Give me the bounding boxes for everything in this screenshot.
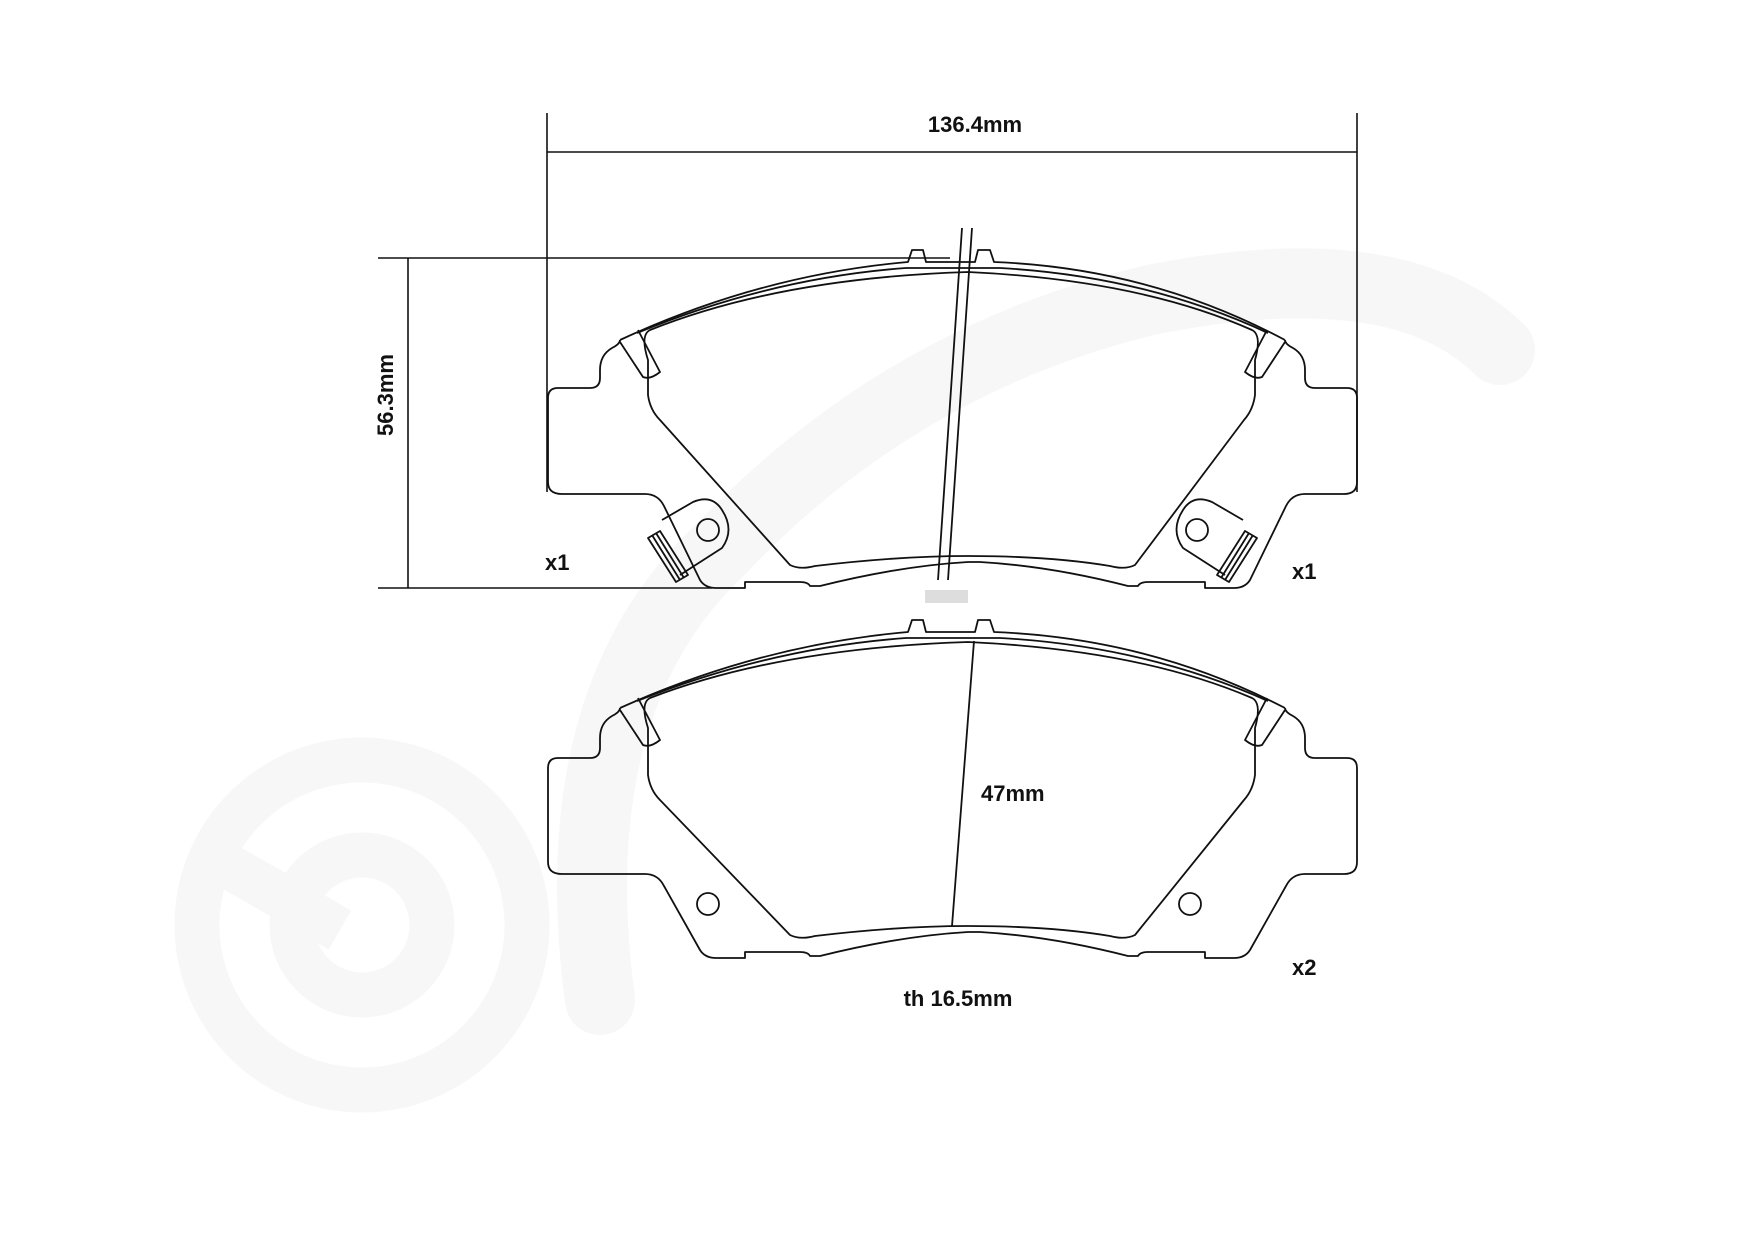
quantity-label-lower-right: x2: [1292, 955, 1317, 980]
sensor-connector: [925, 590, 968, 603]
height-dimension-label: 56.3mm: [373, 354, 398, 436]
brand-watermark: [174, 248, 1535, 1113]
quantity-label-upper-left: x1: [545, 550, 570, 575]
lower-brake-pad: [547, 619, 1358, 959]
wear-sensor-wire: [937, 227, 973, 581]
dimension-lines: [378, 113, 1358, 589]
lining-height-label: 47mm: [981, 781, 1045, 806]
width-dimension-label: 136.4mm: [927, 112, 1023, 137]
thickness-label: th 16.5mm: [903, 986, 1013, 1011]
lining-height-line: [951, 640, 975, 927]
upper-brake-pad: [547, 227, 1358, 589]
quantity-label-upper-right: x1: [1292, 559, 1317, 584]
